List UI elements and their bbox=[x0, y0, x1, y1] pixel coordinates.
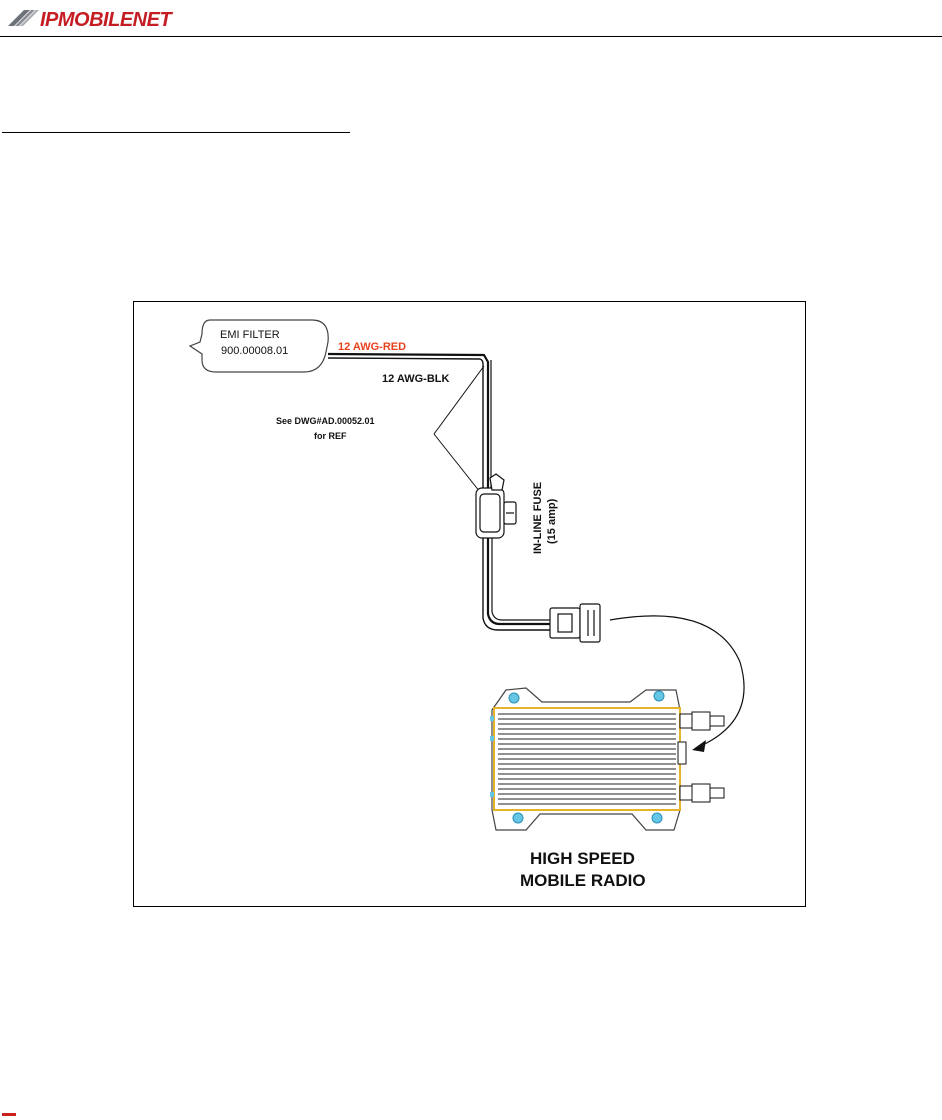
radio-label-line2: MOBILE RADIO bbox=[520, 871, 646, 890]
fuse-label-line1: IN-LINE FUSE bbox=[532, 482, 544, 554]
fuse-label-line2: (15 amp) bbox=[546, 498, 558, 544]
company-logo: IPMOBILENET bbox=[6, 4, 196, 34]
emi-filter-name: EMI FILTER bbox=[220, 329, 280, 341]
mobile-radio bbox=[490, 688, 724, 830]
reference-note-line2: for REF bbox=[314, 431, 347, 441]
inline-fuse bbox=[476, 474, 516, 538]
logo-graphic: IPMOBILENET bbox=[6, 4, 196, 34]
section-heading-underline bbox=[2, 132, 350, 133]
wire-black-label: 12 AWG-BLK bbox=[382, 373, 449, 385]
emi-filter-part-number: 900.00008.01 bbox=[221, 345, 288, 357]
reference-note-line1: See DWG#AD.00052.01 bbox=[276, 416, 375, 426]
wire-red-label: 12 AWG-RED bbox=[338, 341, 406, 353]
wiring-diagram-figure: EMI FILTER 900.00008.01 12 AWG-RED 12 AW… bbox=[133, 301, 806, 907]
header-rule bbox=[0, 36, 942, 37]
connection-arrowhead bbox=[692, 740, 706, 752]
wiring-diagram: EMI FILTER 900.00008.01 12 AWG-RED 12 AW… bbox=[134, 302, 804, 905]
power-connector bbox=[550, 604, 600, 642]
logo-icon bbox=[8, 10, 39, 26]
radio-antenna-connectors bbox=[678, 712, 724, 802]
logo-wordmark: IPMOBILENET bbox=[40, 9, 173, 31]
radio-label-line1: HIGH SPEED bbox=[530, 849, 635, 868]
footer-mark bbox=[2, 1113, 16, 1116]
fuse-label: IN-LINE FUSE (15 amp) bbox=[532, 482, 558, 554]
page-header: IPMOBILENET bbox=[0, 0, 942, 40]
power-cable bbox=[328, 354, 550, 630]
